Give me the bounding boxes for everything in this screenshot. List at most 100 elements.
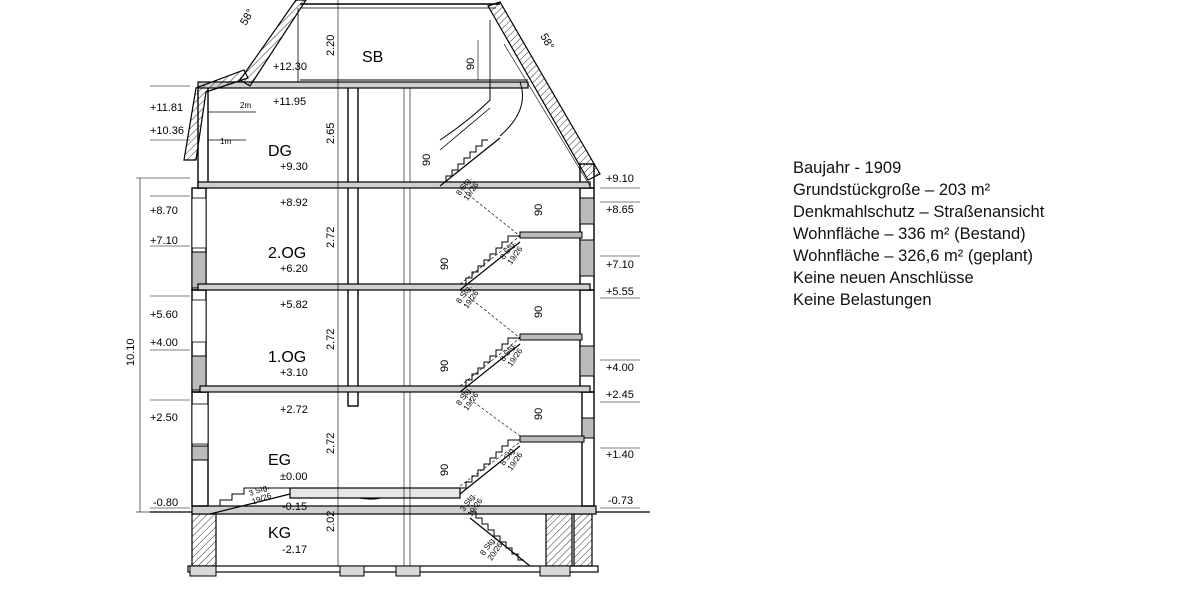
dim-90-1og-a: 90 — [533, 306, 545, 318]
dim-dg: 2.65 — [325, 123, 337, 144]
wall-right-1og — [579, 289, 595, 393]
level-inner-582: +5.82 — [280, 299, 308, 311]
pier-left-1og — [191, 355, 207, 391]
slab-dg — [197, 81, 529, 89]
stair-string-1 — [459, 445, 521, 495]
footing-2 — [339, 565, 365, 577]
level-right-555: +5.55 — [606, 286, 634, 298]
room-sb: SB — [362, 49, 383, 66]
stair-string-3 — [459, 241, 521, 291]
pier-left-2og — [191, 251, 207, 289]
info-line-wohnflaeche-bestand: Wohnfläche – 336 m² (Bestand) — [793, 225, 1026, 243]
foundation-strip — [187, 565, 599, 573]
pier-left-eg — [191, 445, 209, 461]
roof-dormer-left — [183, 69, 249, 161]
level-inner-310: +3.10 — [280, 367, 308, 379]
stair-string-4 — [439, 137, 501, 187]
pier-right-eg — [581, 417, 595, 439]
dim-90-attic: 90 — [465, 58, 477, 70]
dim-kg: 2.02 — [325, 511, 337, 532]
level-right-910: +9.10 — [606, 173, 634, 185]
info-line-denkmalschutz: Denkmahlschutz – Straßenansicht — [793, 203, 1045, 221]
level-left-560: +5.60 — [150, 309, 178, 321]
stair-run-4 — [440, 139, 488, 183]
basement-wall-outer-right — [573, 513, 593, 567]
dim-2og: 2.72 — [325, 227, 337, 248]
stair-basement-string — [469, 517, 531, 567]
stair-run-2 — [460, 337, 520, 387]
dim-sb: 2.20 — [325, 35, 337, 56]
dim-90-eg-b: 90 — [439, 464, 451, 476]
stair-return-2 — [459, 289, 521, 387]
structure — [150, 0, 650, 577]
level-left-400: +4.00 — [150, 337, 178, 349]
info-line-grundstueck: Grundstückgroße – 203 m² — [793, 181, 991, 199]
level-left-870: +8.70 — [150, 205, 178, 217]
window-left-2og — [191, 197, 207, 249]
level-inner-930: +9.30 — [280, 161, 308, 173]
pier-right-2og — [579, 197, 595, 225]
roof-angle-right: 58° — [537, 32, 556, 52]
stair-run-1 — [460, 439, 520, 489]
wall-inner — [347, 85, 359, 407]
stair-note-cellar-entry: 3 Stg. 19/26 — [248, 482, 273, 506]
info-line-wohnflaeche-geplant: Wohnfläche – 326,6 m² (geplant) — [793, 247, 1033, 265]
level-inner-1195: +11.95 — [273, 96, 306, 108]
dim-overall: 10.10 — [125, 338, 137, 366]
stair-return-3 — [459, 187, 521, 285]
slab-2og — [197, 181, 591, 189]
basement-wall-right — [545, 511, 573, 567]
level-inner-217: -2.17 — [282, 544, 307, 556]
roof-mark-2m: 2m — [240, 101, 251, 110]
room-dg: DG — [268, 143, 292, 160]
level-left-1181: +11.81 — [150, 102, 183, 114]
room-2og: 2.OG — [268, 245, 306, 262]
level-right-710: +7.10 — [606, 259, 634, 271]
footing-1 — [189, 565, 217, 577]
roof-angle-left: 58° — [238, 7, 257, 27]
level-inner-272: +2.72 — [280, 404, 308, 416]
level-inner-000: ±0.00 — [280, 471, 307, 483]
level-right-073: -0.73 — [608, 495, 633, 507]
window-left-1og — [191, 299, 207, 343]
info-line-baujahr: Baujahr - 1909 — [793, 159, 902, 177]
pier-right-1og — [579, 345, 595, 377]
stair-cellar-string — [209, 493, 291, 515]
eg-floor-slab — [289, 487, 461, 499]
level-inner-015: -0.15 — [282, 501, 307, 513]
dim-90-2og-b: 90 — [439, 258, 451, 270]
dimension-lines — [136, 0, 640, 566]
level-left-1036: +10.36 — [150, 125, 184, 137]
level-left-080: -0.80 — [153, 497, 178, 509]
room-kg: KG — [268, 525, 291, 542]
slab-1og — [197, 283, 591, 291]
level-right-400: +4.00 — [606, 362, 634, 374]
landing-2 — [519, 333, 583, 341]
dim-1og: 2.72 — [325, 329, 337, 350]
stair-note-dg: 8 Stg. 19/26 — [454, 175, 481, 202]
slab-eg — [199, 385, 591, 393]
footing-3 — [395, 565, 421, 577]
dim-90-dg: 90 — [421, 154, 433, 166]
footing-4 — [539, 565, 571, 577]
basement-ceiling — [191, 505, 597, 515]
basement-wall-left — [191, 513, 217, 567]
stair-string-2 — [459, 343, 521, 393]
level-inner-620: +6.20 — [280, 263, 308, 275]
level-inner-892: +8.92 — [280, 197, 308, 209]
roof-mark-1m: 1m — [220, 137, 231, 146]
stair-run-3 — [460, 235, 520, 285]
roof-right — [487, 1, 601, 181]
stair-basement — [470, 511, 524, 561]
level-left-250: +2.50 — [150, 412, 178, 424]
level-right-245: +2.45 — [606, 389, 634, 401]
info-line-anschluesse: Keine neuen Anschlüsse — [793, 269, 974, 287]
dim-eg: 2.72 — [325, 433, 337, 454]
dim-90-2og-a: 90 — [533, 204, 545, 216]
roof-slope-inner — [503, 43, 591, 187]
roof-left — [239, 0, 307, 87]
room-eg: EG — [268, 452, 291, 469]
dim-90-1og-b: 90 — [439, 360, 451, 372]
level-right-140: +1.40 — [606, 449, 634, 461]
